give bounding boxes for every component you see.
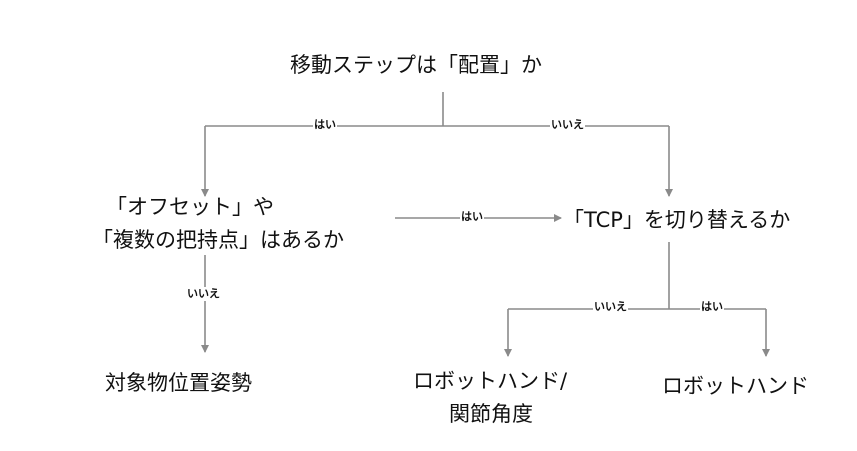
node-root-question: 移動ステップは「配置」か bbox=[290, 50, 542, 80]
node-root-text: 移動ステップは「配置」か bbox=[290, 53, 542, 77]
node-hand-text: ロボットハンド bbox=[662, 374, 809, 398]
edge-label-offset-yes: はい bbox=[460, 210, 484, 224]
node-object-pose: 対象物位置姿勢 bbox=[105, 368, 252, 398]
node-offset-line2: 「複数の把持点」はあるか bbox=[92, 228, 344, 252]
edge-label-tcp-no: いいえ bbox=[593, 300, 628, 314]
edge-label-root-no: いいえ bbox=[550, 118, 585, 132]
node-hand-joint-line2: 関節角度 bbox=[449, 402, 533, 426]
node-offset-question: 「オフセット」や 「複数の把持点」はあるか bbox=[92, 191, 344, 257]
node-offset-line1: 「オフセット」や bbox=[106, 195, 274, 219]
node-hand: ロボットハンド bbox=[662, 371, 809, 401]
edge-label-tcp-yes: はい bbox=[700, 300, 724, 314]
node-tcp-question: 「TCP」を切り替えるか bbox=[563, 205, 790, 235]
node-object-pose-text: 対象物位置姿勢 bbox=[105, 371, 252, 395]
node-hand-joint: ロボットハンド/ 関節角度 bbox=[413, 365, 567, 431]
node-tcp-text: 「TCP」を切り替えるか bbox=[563, 208, 791, 232]
node-hand-joint-line1: ロボットハンド/ bbox=[413, 369, 568, 393]
edge-label-root-yes: はい bbox=[313, 118, 337, 132]
edge-label-offset-no: いいえ bbox=[186, 287, 221, 301]
